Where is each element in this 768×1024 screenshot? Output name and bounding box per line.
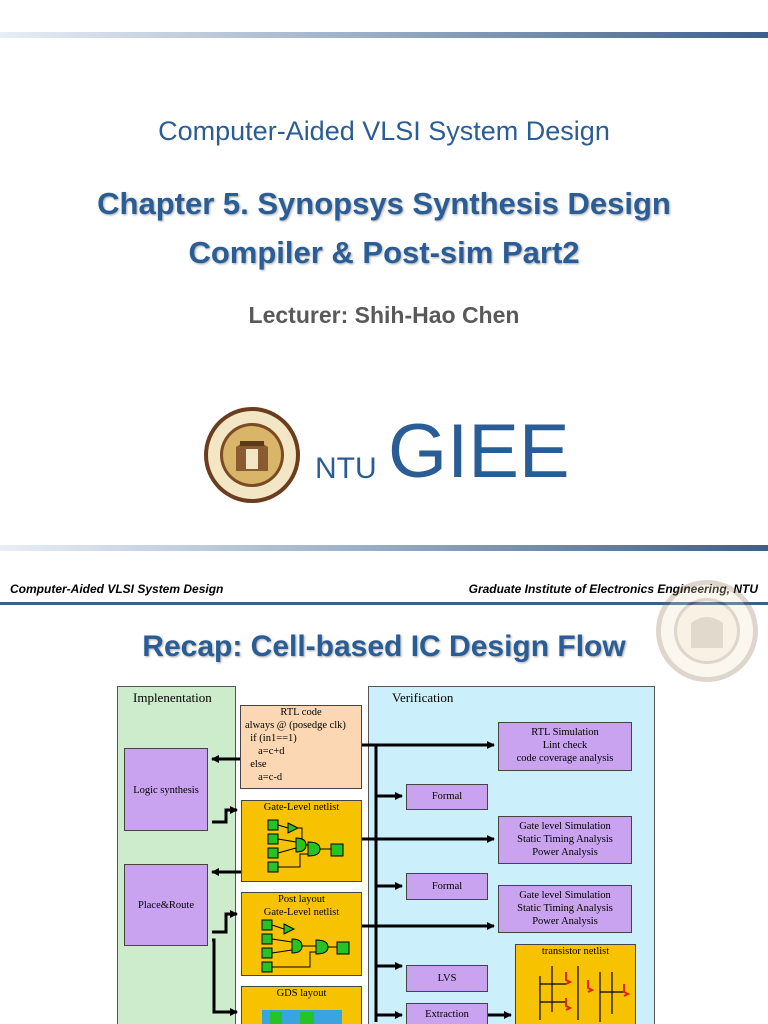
chapter-title-line2: Compiler & Post-sim Part2 — [188, 235, 580, 270]
slide-title: Recap: Cell-based IC Design Flow — [142, 630, 626, 663]
header-institute: Graduate Institute of Electronics Engine… — [468, 582, 758, 596]
top-divider — [0, 32, 768, 38]
place-route-box: Place&Route — [124, 864, 208, 946]
header-divider — [0, 602, 768, 605]
rtl-code-body: always @ (posedge clk) if (in1==1) a=c+d… — [245, 720, 346, 783]
transistor-netlist-label: transistor netlist — [541, 946, 610, 957]
header-course: Computer-Aided VLSI System Design — [10, 582, 224, 596]
gate-sim-label-1: Gate level Simulation — [519, 821, 611, 832]
gate-schematic-1 — [267, 819, 344, 873]
implementation-panel — [117, 686, 236, 1024]
rtl-code-title: RTL code — [280, 707, 322, 718]
lvs-box: LVS — [406, 965, 488, 992]
gate-sim-box-2: Gate level Simulation Static Timing Anal… — [498, 885, 632, 933]
formal-box-2: Formal — [406, 873, 488, 900]
sta-label-2: Static Timing Analysis — [517, 903, 613, 914]
power-label-2: Power Analysis — [532, 916, 598, 927]
title-slide: Computer-Aided VLSI System Design Chapte… — [0, 32, 768, 551]
extraction-box: Extraction — [406, 1003, 488, 1024]
formal-box-1: Formal — [406, 784, 488, 810]
lint-check-label: Lint check — [542, 740, 588, 751]
course-title: Computer-Aided VLSI System Design — [158, 116, 610, 146]
gate-sim-label-2: Gate level Simulation — [519, 890, 611, 901]
giee-logo-text: GIEE — [388, 409, 570, 494]
rtl-simulation-box: RTL Simulation Lint check code coverage … — [498, 722, 632, 771]
post-layout-label-line1: Post layout — [278, 894, 325, 905]
chapter-title-line1: Chapter 5. Synopsys Synthesis Design — [97, 186, 671, 221]
verification-title: Verification — [392, 690, 454, 705]
logic-synthesis-box: Logic synthesis — [124, 748, 208, 831]
rtl-simulation-label: RTL Simulation — [531, 727, 599, 738]
rtl-code-box: RTL code always @ (posedge clk) if (in1=… — [240, 705, 362, 789]
flow-arrows — [211, 741, 631, 1024]
lecturer-name: Lecturer: Shih-Hao Chen — [248, 302, 520, 328]
code-coverage-label: code coverage analysis — [516, 753, 614, 764]
ntu-logo-text: NTU — [315, 452, 377, 485]
gate-level-netlist-label: Gate-Level netlist — [263, 802, 340, 813]
gds-layout-graphic — [262, 1010, 342, 1024]
transistor-schematic — [539, 966, 624, 1022]
ntu-seal-logo — [202, 405, 302, 505]
ntu-seal-watermark — [654, 578, 760, 684]
transistor-netlist-box: transistor netlist — [515, 944, 636, 1024]
implementation-title: Implenentation — [133, 690, 212, 705]
power-label-1: Power Analysis — [532, 847, 598, 858]
sta-label-1: Static Timing Analysis — [517, 834, 613, 845]
content-slide: Computer-Aided VLSI System Design Gradua… — [0, 552, 768, 1024]
gate-sim-box-1: Gate level Simulation Static Timing Anal… — [498, 816, 632, 864]
post-layout-label-line2: Gate-Level netlist — [263, 907, 340, 918]
bottom-divider — [0, 545, 768, 551]
post-layout-netlist-box: Post layout Gate-Level netlist — [241, 892, 362, 976]
gds-layout-label: GDS layout — [276, 988, 327, 999]
